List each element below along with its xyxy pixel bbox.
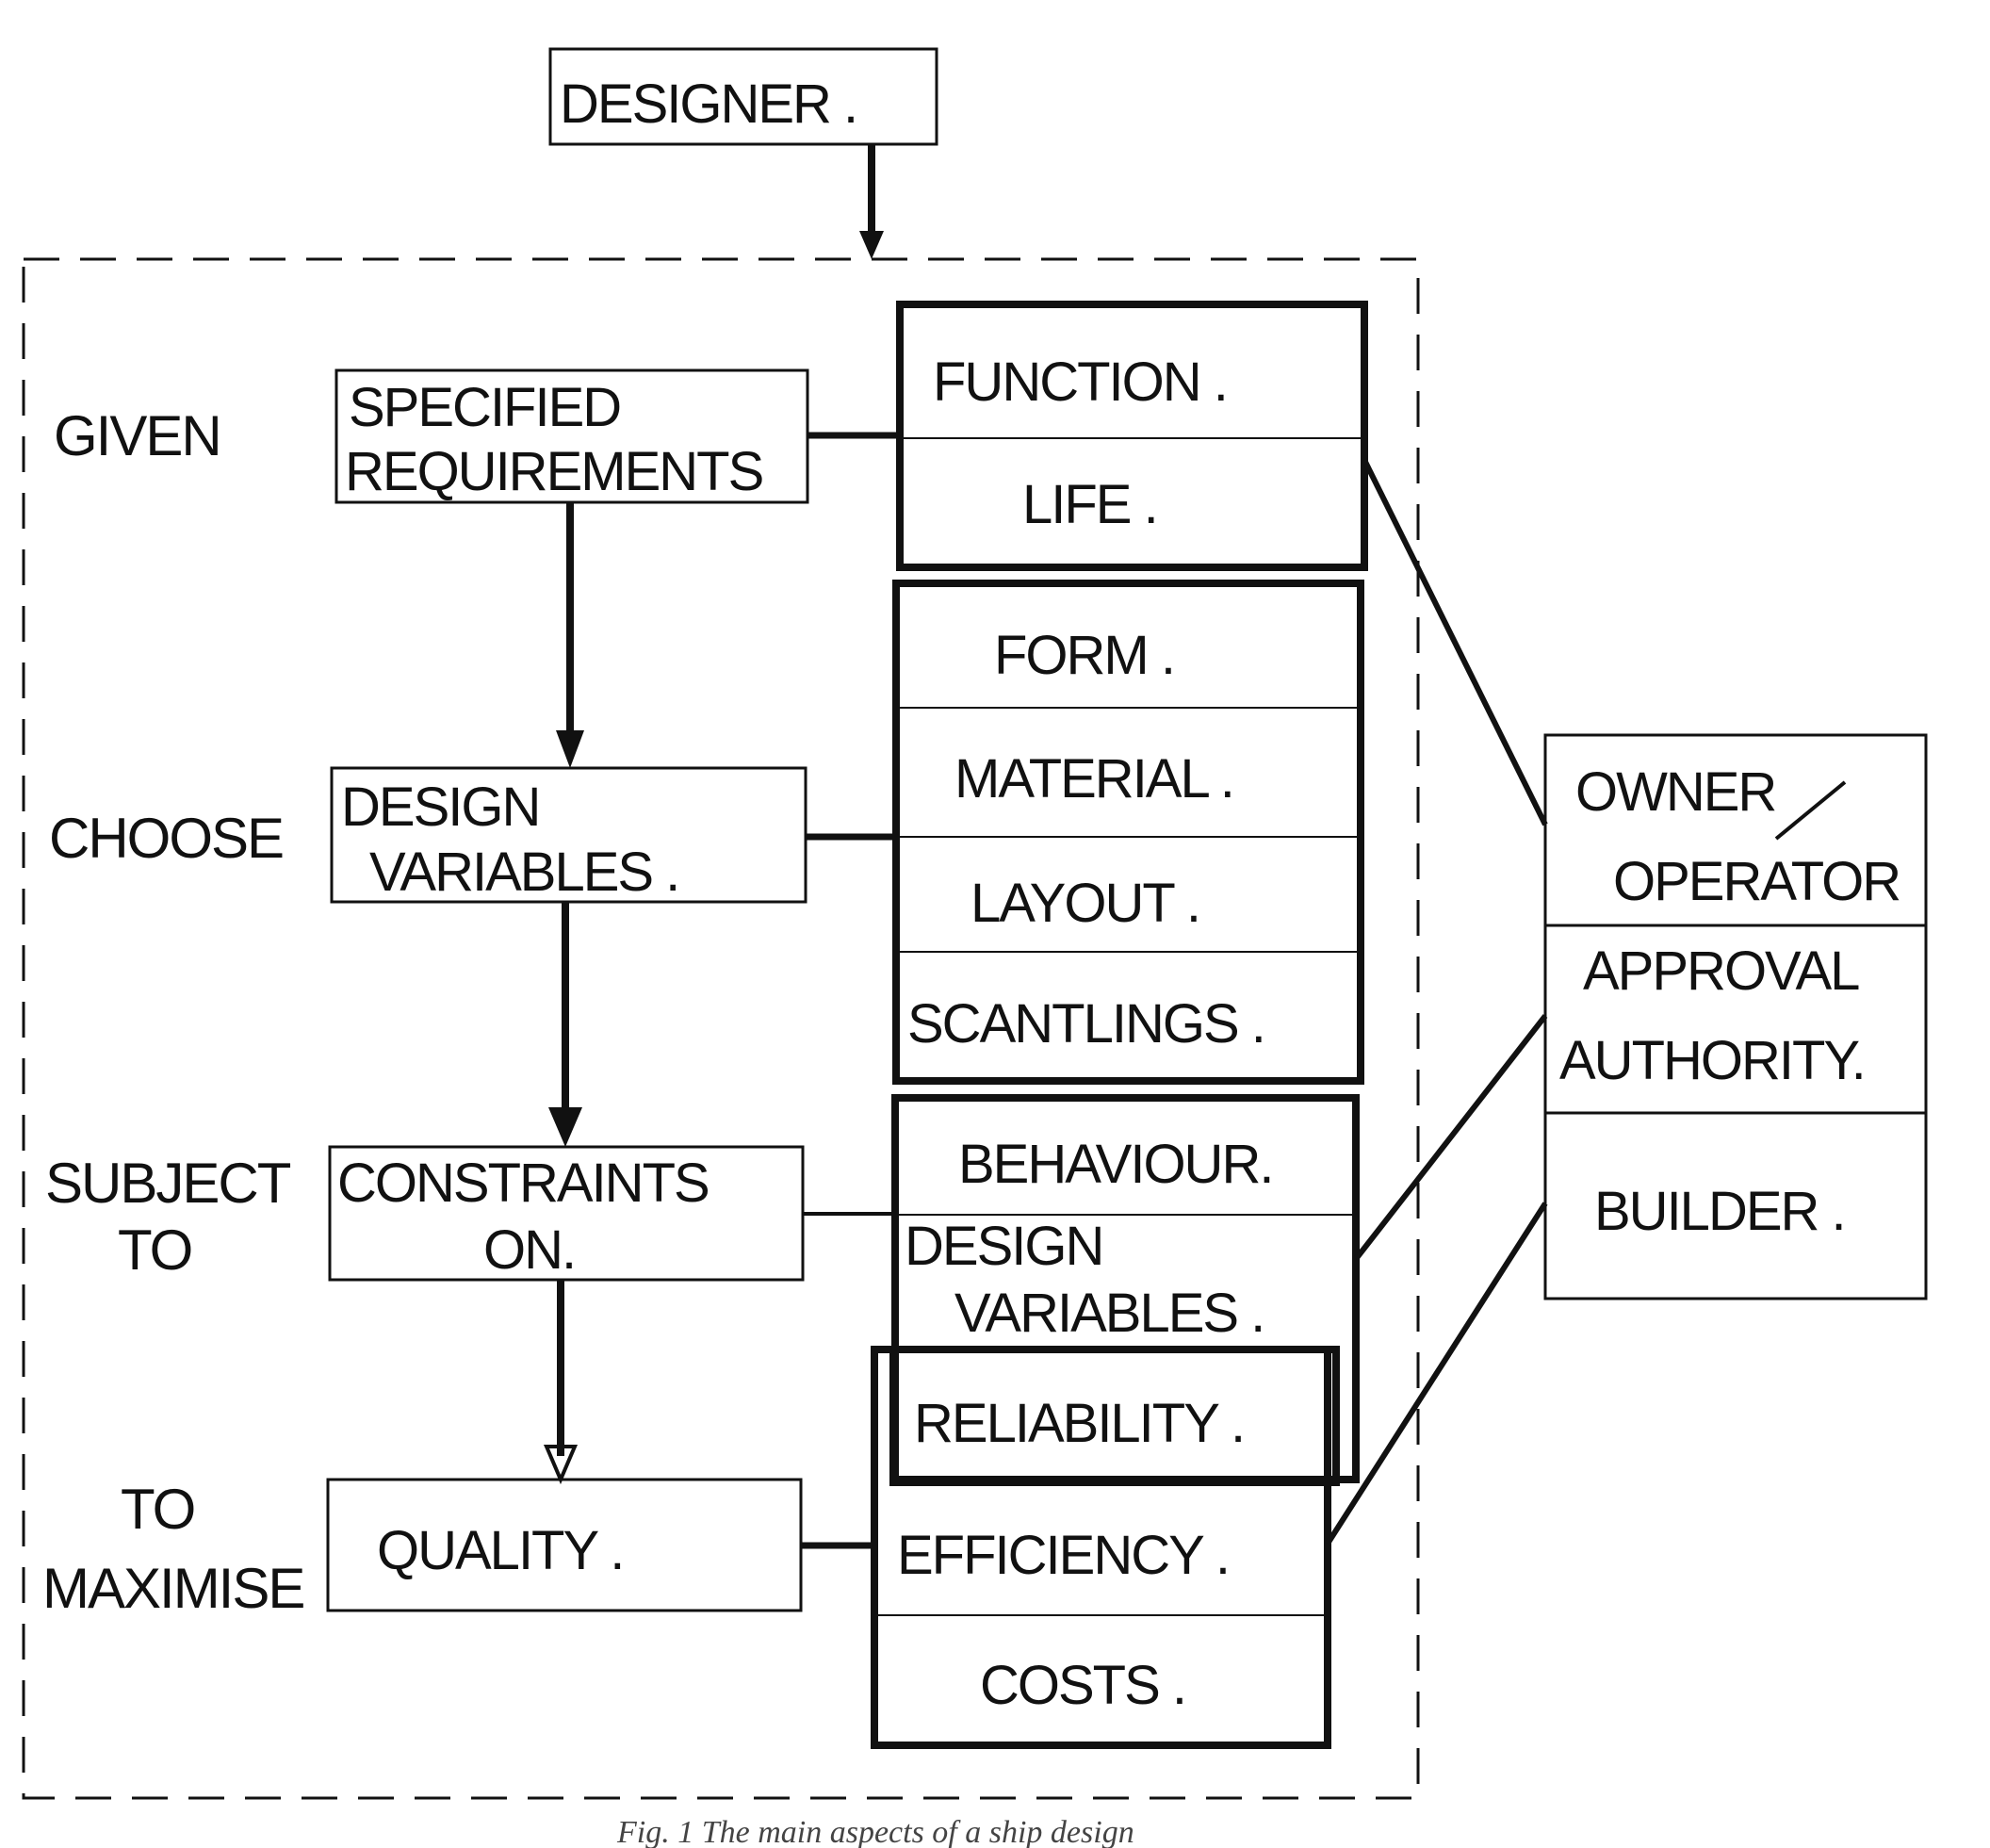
stage-subject: SUBJECT: [45, 1152, 291, 1215]
var-material: MATERIAL .: [954, 748, 1233, 810]
on-label: ON.: [483, 1219, 575, 1281]
var-layout: LAYOUT .: [971, 873, 1199, 934]
req-life: LIFE .: [1022, 474, 1157, 535]
requirements-label: REQUIREMENTS: [345, 441, 763, 502]
party-approval: APPROVAL: [1583, 940, 1859, 1002]
specified-requirements-box: SPECIFIED REQUIREMENTS: [334, 368, 809, 504]
q-costs: COSTS .: [980, 1655, 1185, 1716]
quality-group: RELIABILITY . EFFICIENCY . COSTS .: [871, 1346, 1340, 1749]
stage-choose: CHOOSE: [49, 807, 283, 870]
link-design-approval: [1353, 1014, 1548, 1261]
stage-subject-to: TO: [118, 1218, 191, 1282]
var-form: FORM .: [994, 625, 1174, 686]
con-design: DESIGN: [905, 1216, 1102, 1277]
design-label: DESIGN: [341, 777, 539, 838]
process-boundary: [22, 257, 1420, 1800]
con-variables: VARIABLES .: [954, 1283, 1264, 1344]
requirements-group: FUNCTION . LIFE .: [896, 301, 1368, 571]
specified-label: SPECIFIED: [349, 377, 620, 438]
designer-box: DESIGNER .: [548, 47, 938, 146]
party-authority: AUTHORITY.: [1559, 1030, 1865, 1091]
stage-given: GIVEN: [54, 404, 220, 467]
design-variables-box: DESIGN VARIABLES .: [330, 766, 807, 904]
link-life-owner: [1362, 458, 1548, 826]
parties-box: OWNER OPERATOR APPROVAL AUTHORITY. BUILD…: [1543, 733, 1928, 1300]
req-function: FUNCTION .: [933, 352, 1227, 413]
q-efficiency: EFFICIENCY .: [897, 1525, 1229, 1586]
figure-caption: Fig. 1 The main aspects of a ship design: [616, 1815, 1134, 1848]
flow-arrows: [543, 502, 584, 1485]
party-operator: OPERATOR: [1613, 851, 1900, 912]
constraints-group: BEHAVIOUR. DESIGN VARIABLES .: [891, 1094, 1360, 1483]
party-builder: BUILDER .: [1594, 1181, 1845, 1242]
con-reliability: RELIABILITY .: [914, 1393, 1244, 1454]
variables-label: VARIABLES .: [369, 842, 678, 903]
con-behaviour: BEHAVIOUR.: [958, 1134, 1272, 1195]
stage-maximise: MAXIMISE: [42, 1557, 303, 1620]
party-owner: OWNER: [1575, 761, 1775, 823]
owner-slash: [1774, 780, 1847, 841]
constraints-box: CONSTRAINTS ON.: [328, 1145, 805, 1282]
link-efficiency-builder: [1325, 1202, 1548, 1545]
quality-box: QUALITY .: [326, 1478, 803, 1612]
designer-arrowhead: [859, 231, 884, 259]
constraints-label: CONSTRAINTS: [337, 1153, 709, 1214]
variables-group: FORM . MATERIAL . LAYOUT . SCANTLINGS .: [892, 580, 1364, 1085]
designer-label: DESIGNER .: [560, 74, 856, 135]
quality-label: QUALITY .: [377, 1520, 623, 1581]
stage-to: TO: [121, 1478, 194, 1541]
var-scantlings: SCANTLINGS .: [907, 993, 1264, 1055]
